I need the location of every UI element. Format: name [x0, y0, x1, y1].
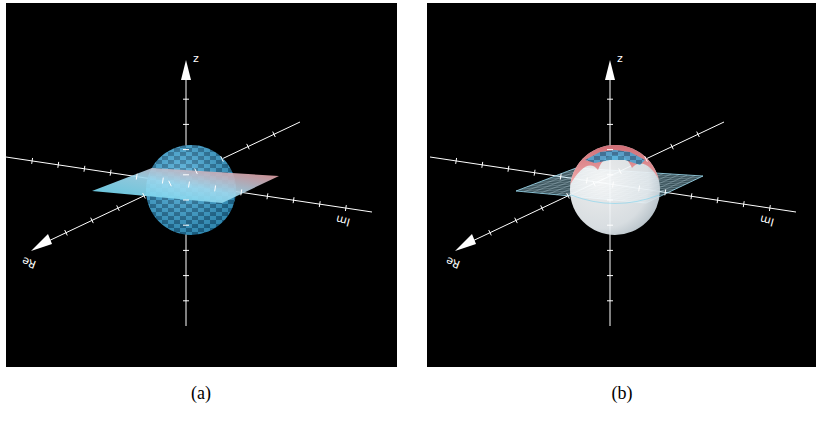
axis-label: z: [617, 52, 623, 65]
panel-b: [427, 3, 816, 367]
panel-caption: (b): [612, 383, 633, 404]
axis-ticks: [32, 99, 347, 301]
axis-label: z: [193, 52, 199, 65]
panel-a: [6, 3, 397, 367]
axis-ticks: [456, 99, 771, 301]
panel-caption: (a): [191, 383, 211, 404]
